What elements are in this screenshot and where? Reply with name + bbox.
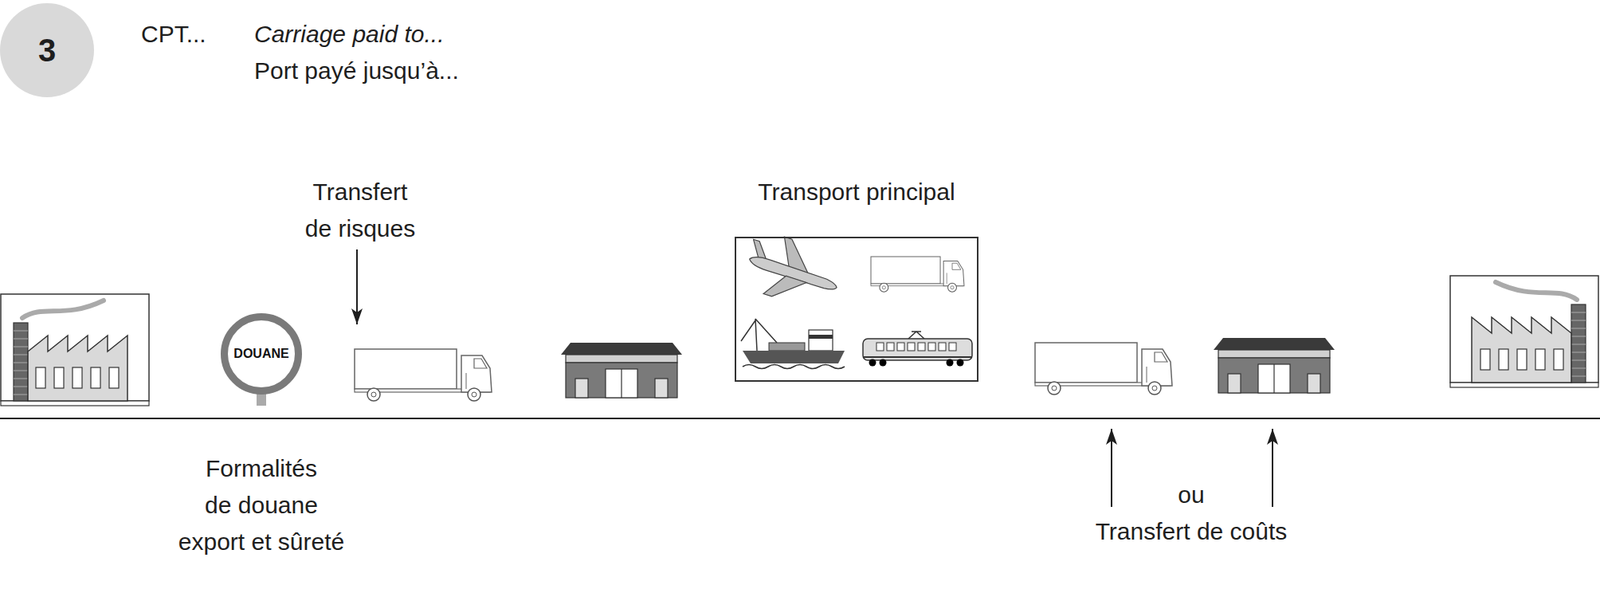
- train-icon: [862, 331, 973, 367]
- delivery-truck: [1035, 342, 1173, 395]
- departure-warehouse: [560, 342, 683, 398]
- main-transport-box: Transport principal: [734, 236, 979, 382]
- box-heading: Transport principal: [704, 173, 1009, 211]
- cost-transfer-label: Transfert de coûts: [1071, 513, 1311, 550]
- step-number-circle: 3: [0, 3, 95, 98]
- road-icon: [870, 256, 965, 292]
- node-text: DOUANE: [233, 346, 289, 361]
- ground-line: [0, 417, 1600, 420]
- ship-icon: [741, 318, 845, 369]
- buyer-factory: [1450, 275, 1599, 388]
- customs-label: Formalités de douane export et sûreté: [169, 450, 353, 561]
- risk-transfer-label: Transfert de risques: [298, 173, 423, 248]
- node-text: 3: [38, 32, 56, 69]
- risk-transfer-arrow: [356, 249, 358, 325]
- pickup-truck: [354, 349, 492, 401]
- english-term: Carriage paid to...: [254, 15, 444, 53]
- seller-factory: [0, 294, 150, 406]
- or-label: ou: [1159, 476, 1224, 514]
- plane-icon: [738, 227, 848, 315]
- arrival-warehouse: [1213, 337, 1335, 393]
- cost-transfer-arrow: [1271, 428, 1274, 507]
- customs-sign: DOUANE: [220, 313, 302, 395]
- cost-transfer-arrow: [1110, 428, 1113, 507]
- french-term: Port payé jusqu’à...: [254, 52, 459, 90]
- incoterm-code: CPT...: [141, 15, 207, 53]
